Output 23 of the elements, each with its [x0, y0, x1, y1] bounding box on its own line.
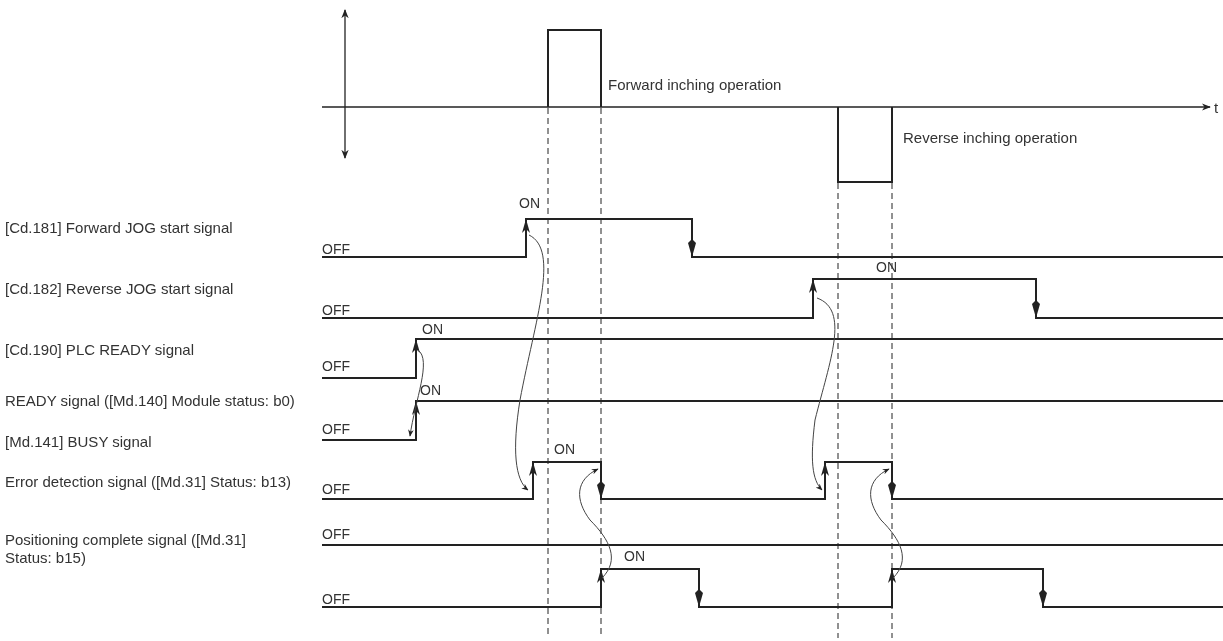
state-label: ON: [422, 320, 443, 338]
axis-label: t: [1214, 99, 1219, 117]
signal-name: Error detection signal ([Md.31] Status: b13): [5, 473, 292, 491]
state-label: OFF: [322, 525, 350, 543]
signal-name: [Cd.190] PLC READY signal: [5, 341, 195, 359]
state-label: OFF: [322, 590, 350, 608]
state-label: OFF: [322, 240, 350, 258]
operation-label: Forward inching operation: [608, 76, 782, 94]
state-label: ON: [420, 381, 441, 399]
signal-name: [Md.141] BUSY signal: [5, 433, 153, 451]
state-label: ON: [624, 547, 645, 565]
state-label: OFF: [322, 301, 350, 319]
state-label: OFF: [322, 420, 350, 438]
state-label: ON: [519, 194, 540, 212]
state-label: OFF: [322, 357, 350, 375]
state-label: ON: [554, 440, 575, 458]
signal-name: [Cd.181] Forward JOG start signal: [5, 219, 234, 237]
signal-name: [Cd.182] Reverse JOG start signal: [5, 280, 235, 298]
signal-name: READY signal ([Md.140] Module status: b0): [5, 392, 295, 410]
state-label: ON: [876, 258, 897, 276]
signal-name: Positioning complete signal ([Md.31] Status: b15): [5, 531, 247, 567]
state-label: OFF: [322, 480, 350, 498]
operation-label: Reverse inching operation: [903, 129, 1078, 147]
